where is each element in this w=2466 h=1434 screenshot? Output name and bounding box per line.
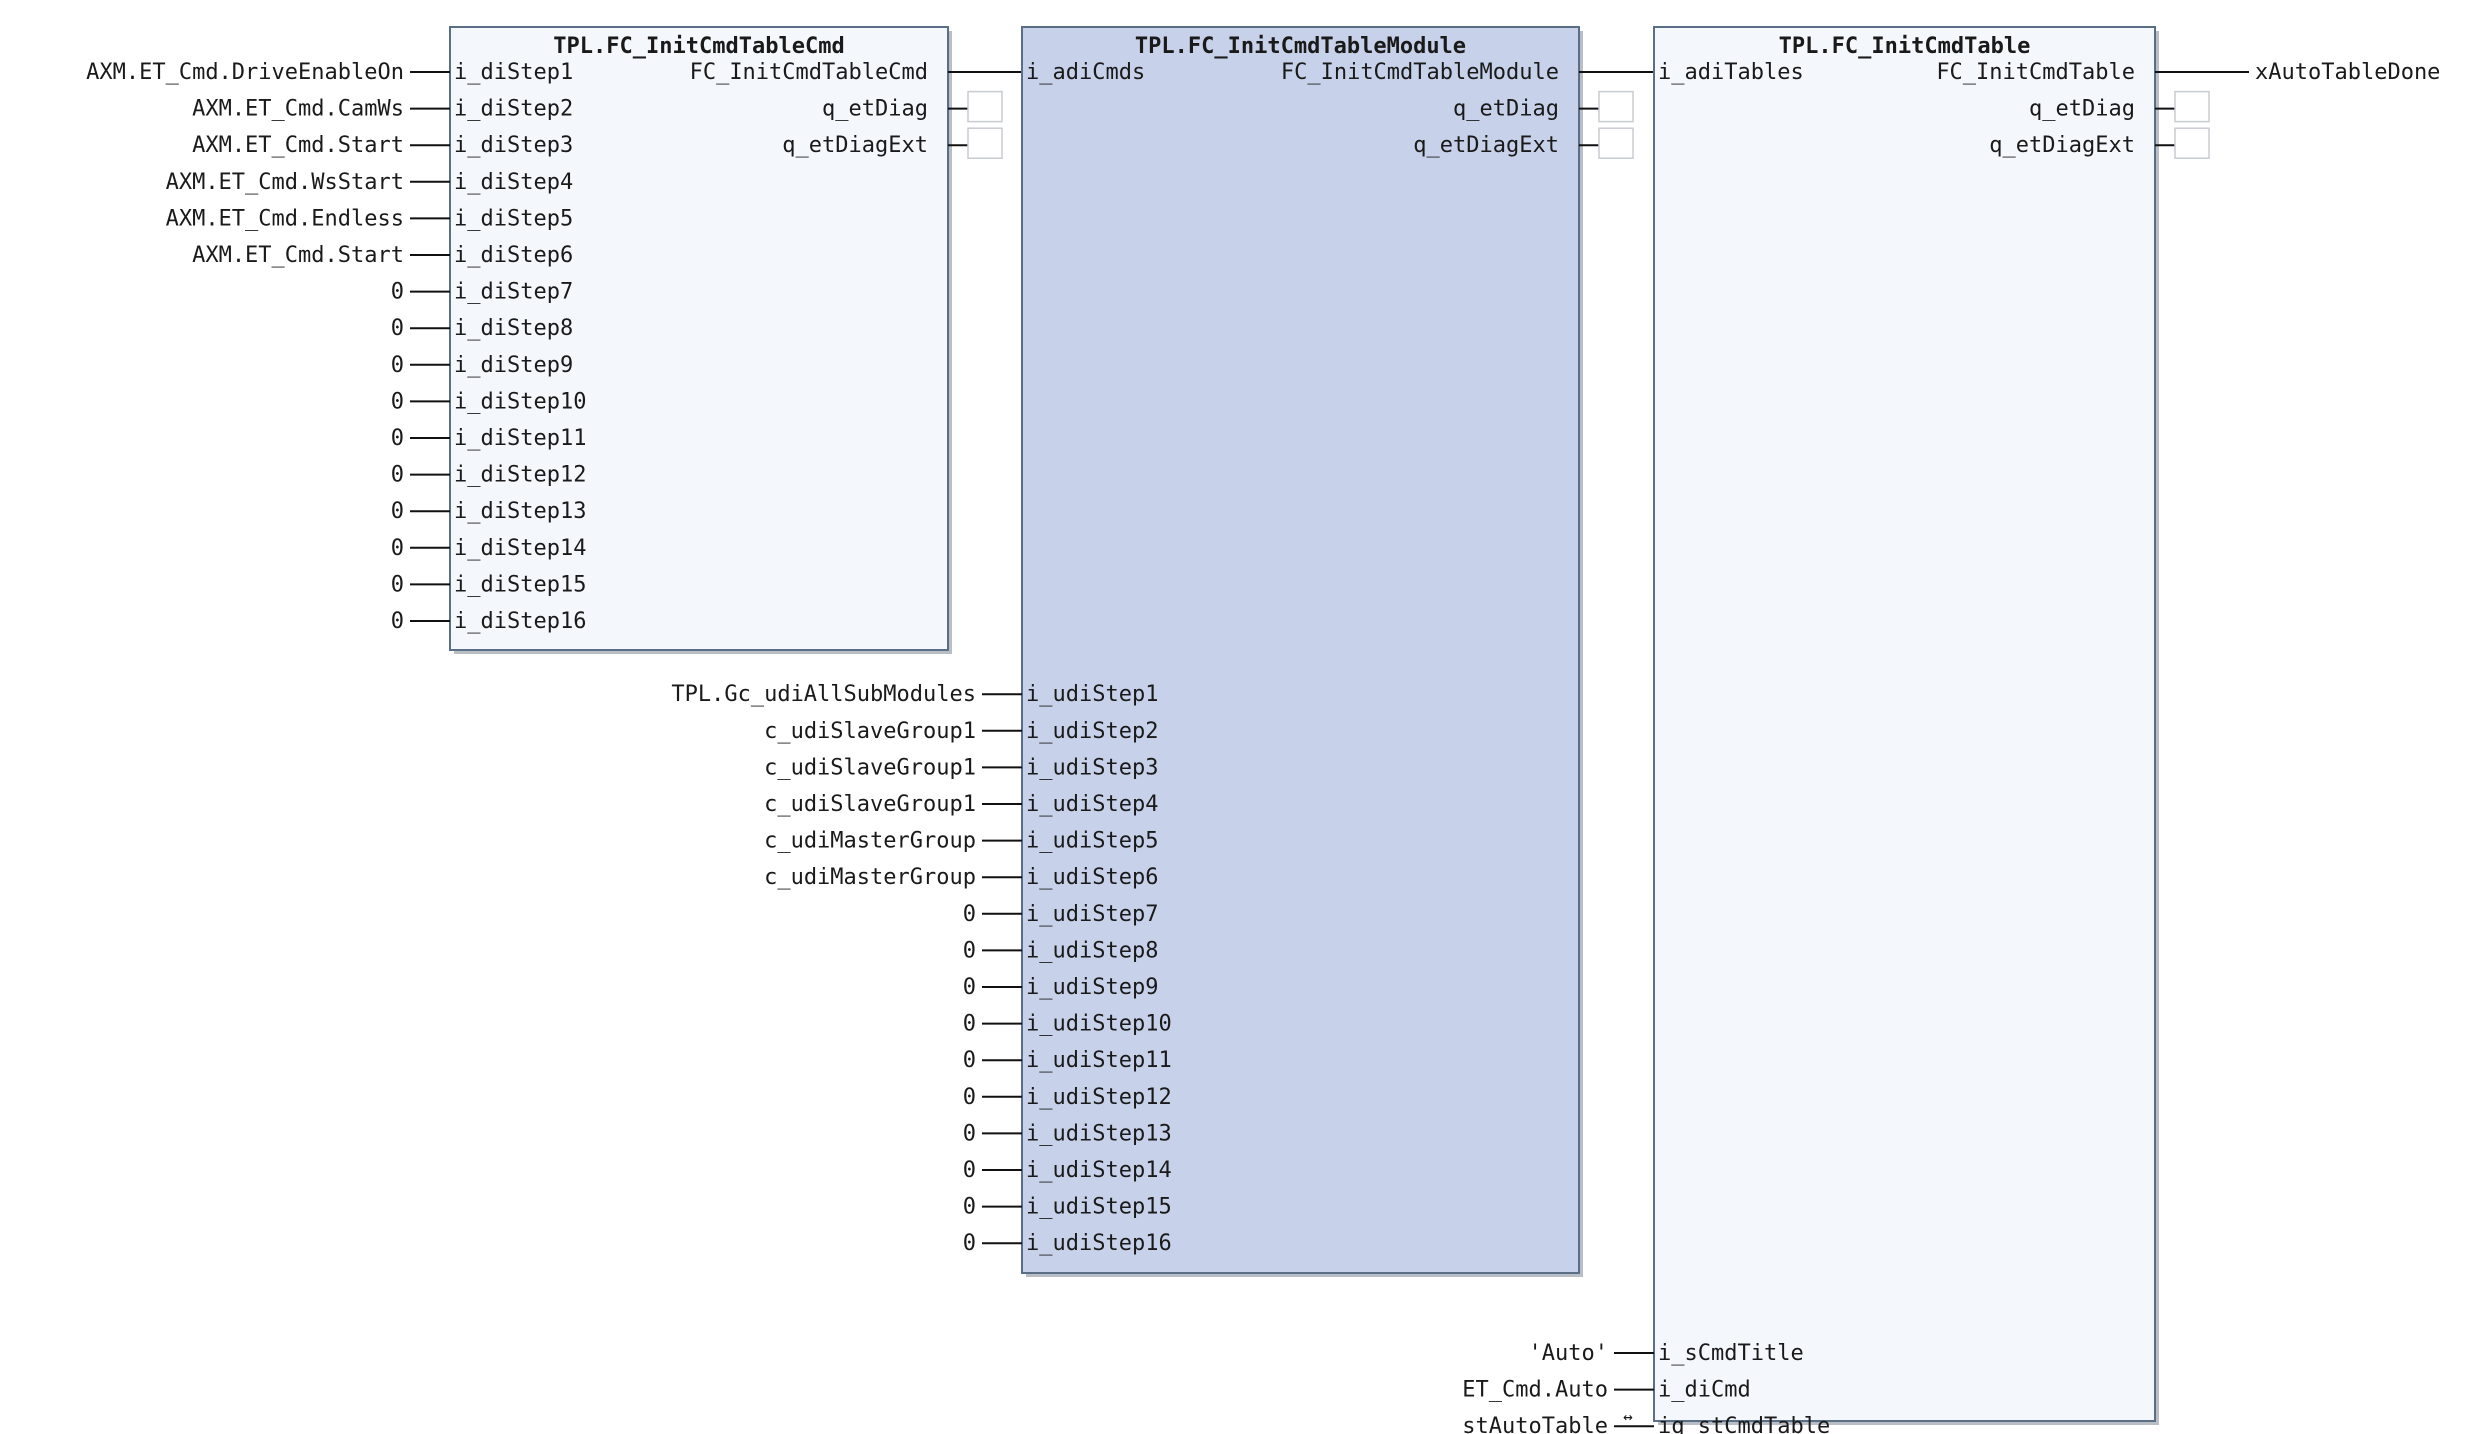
input-variable[interactable]: 0 <box>963 1085 976 1110</box>
output-variable[interactable]: xAutoTableDone <box>2255 60 2440 85</box>
inout-arrow-icon: ↔ <box>1623 1407 1633 1426</box>
input-pin-label: i_diStep6 <box>454 243 573 268</box>
input-pin-label: i_udiStep5 <box>1026 829 1158 854</box>
empty-output-box[interactable] <box>967 127 1003 159</box>
input-pin-label: i_diStep7 <box>454 280 573 305</box>
input-variable[interactable]: 0 <box>391 463 404 488</box>
input-pin-label: i_udiStep8 <box>1026 938 1158 963</box>
input-pin-label: i_udiStep7 <box>1026 902 1158 927</box>
function-block-fc_initcmdtablecmd[interactable] <box>449 26 949 651</box>
output-pin-label: q_etDiag <box>822 97 928 122</box>
input-variable[interactable]: 0 <box>391 353 404 378</box>
input-pin-label: i_udiStep2 <box>1026 719 1158 744</box>
input-variable[interactable]: 0 <box>963 902 976 927</box>
function-block-fc_initcmdtable[interactable] <box>1653 26 2156 1422</box>
output-pin-label: q_etDiagExt <box>1989 133 2135 158</box>
empty-output-box[interactable] <box>2174 127 2210 159</box>
input-variable[interactable]: AXM.ET_Cmd.Start <box>192 243 404 268</box>
input-pin-label: i_udiStep4 <box>1026 792 1158 817</box>
input-variable[interactable]: 0 <box>391 572 404 597</box>
output-pin-label: q_etDiag <box>2029 97 2135 122</box>
output-pin-label: q_etDiagExt <box>782 133 928 158</box>
output-pin-label: FC_InitCmdTable <box>1936 60 2135 85</box>
block-title: TPL.FC_InitCmdTableModule <box>1135 34 1466 59</box>
input-variable[interactable]: 0 <box>963 1195 976 1220</box>
input-pin-label: i_diStep2 <box>454 97 573 122</box>
input-pin-label: i_diStep4 <box>454 170 573 195</box>
input-variable[interactable]: 0 <box>391 426 404 451</box>
input-pin-label: i_udiStep15 <box>1026 1195 1172 1220</box>
input-variable[interactable]: TPL.Gc_udiAllSubModules <box>671 682 976 707</box>
input-variable[interactable]: 0 <box>963 1158 976 1183</box>
input-pin-label: i_diStep16 <box>454 609 586 634</box>
input-pin-label: i_udiStep1 <box>1026 682 1158 707</box>
input-pin-label: i_diStep11 <box>454 426 586 451</box>
input-variable[interactable]: 0 <box>963 1231 976 1256</box>
input-pin-label: i_diCmd <box>1658 1378 1751 1403</box>
input-pin-label: iq_stCmdTable <box>1658 1414 1830 1434</box>
input-variable[interactable]: ET_Cmd.Auto <box>1462 1378 1608 1403</box>
input-pin-label: i_udiStep16 <box>1026 1231 1172 1256</box>
input-variable[interactable]: c_udiSlaveGroup1 <box>764 792 976 817</box>
empty-output-box[interactable] <box>967 90 1003 123</box>
input-variable[interactable]: AXM.ET_Cmd.Start <box>192 133 404 158</box>
block-title: TPL.FC_InitCmdTable <box>1779 34 2031 59</box>
empty-output-box[interactable] <box>1598 127 1634 159</box>
input-pin-label: i_udiStep3 <box>1026 755 1158 780</box>
input-variable[interactable]: 0 <box>963 1121 976 1146</box>
block-title: TPL.FC_InitCmdTableCmd <box>553 34 844 59</box>
input-pin-label: i_diStep15 <box>454 572 586 597</box>
input-variable[interactable]: c_udiSlaveGroup1 <box>764 719 976 744</box>
input-pin-label: i_sCmdTitle <box>1658 1341 1804 1366</box>
input-pin-label: i_udiStep12 <box>1026 1085 1172 1110</box>
input-variable[interactable]: 0 <box>391 536 404 561</box>
input-pin-label: i_diStep13 <box>454 499 586 524</box>
input-variable[interactable]: 0 <box>963 938 976 963</box>
input-variable[interactable]: 0 <box>391 499 404 524</box>
input-variable[interactable]: c_udiSlaveGroup1 <box>764 755 976 780</box>
empty-output-box[interactable] <box>1598 90 1634 123</box>
input-variable[interactable]: 0 <box>391 316 404 341</box>
input-variable[interactable]: 'Auto' <box>1529 1341 1608 1366</box>
input-pin-label: i_udiStep13 <box>1026 1121 1172 1146</box>
input-pin-label: i_udiStep9 <box>1026 975 1158 1000</box>
input-variable[interactable]: 0 <box>963 975 976 1000</box>
input-variable[interactable]: c_udiMasterGroup <box>764 865 976 890</box>
input-pin-label: i_udiStep6 <box>1026 865 1158 890</box>
input-pin-label: i_diStep14 <box>454 536 586 561</box>
output-pin-label: q_etDiag <box>1453 97 1559 122</box>
input-variable[interactable]: 0 <box>391 280 404 305</box>
input-pin-label: i_adiCmds <box>1026 60 1145 85</box>
input-pin-label: i_diStep1 <box>454 60 573 85</box>
input-pin-label: i_udiStep14 <box>1026 1158 1172 1183</box>
input-pin-label: i_udiStep10 <box>1026 1012 1172 1037</box>
input-variable[interactable]: 0 <box>963 1012 976 1037</box>
input-variable[interactable]: 0 <box>391 609 404 634</box>
input-variable[interactable]: 0 <box>963 1048 976 1073</box>
input-pin-label: i_diStep9 <box>454 353 573 378</box>
input-pin-label: i_diStep3 <box>454 133 573 158</box>
empty-output-box[interactable] <box>2174 90 2210 123</box>
input-variable[interactable]: c_udiMasterGroup <box>764 829 976 854</box>
input-pin-label: i_diStep5 <box>454 206 573 231</box>
input-pin-label: i_diStep8 <box>454 316 573 341</box>
input-variable[interactable]: AXM.ET_Cmd.DriveEnableOn <box>86 60 404 85</box>
output-pin-label: FC_InitCmdTableModule <box>1281 60 1559 85</box>
input-variable[interactable]: AXM.ET_Cmd.Endless <box>166 206 404 231</box>
input-pin-label: i_adiTables <box>1658 60 1804 85</box>
output-pin-label: q_etDiagExt <box>1413 133 1559 158</box>
input-pin-label: i_diStep12 <box>454 463 586 488</box>
input-pin-label: i_diStep10 <box>454 389 586 414</box>
input-variable[interactable]: 0 <box>391 389 404 414</box>
input-variable[interactable]: AXM.ET_Cmd.WsStart <box>166 170 404 195</box>
function-block-fc_initcmdtablemodule[interactable] <box>1021 26 1580 1274</box>
output-pin-label: FC_InitCmdTableCmd <box>690 60 928 85</box>
input-variable[interactable]: AXM.ET_Cmd.CamWs <box>192 97 404 122</box>
input-variable[interactable]: stAutoTable <box>1462 1414 1608 1434</box>
input-pin-label: i_udiStep11 <box>1026 1048 1172 1073</box>
